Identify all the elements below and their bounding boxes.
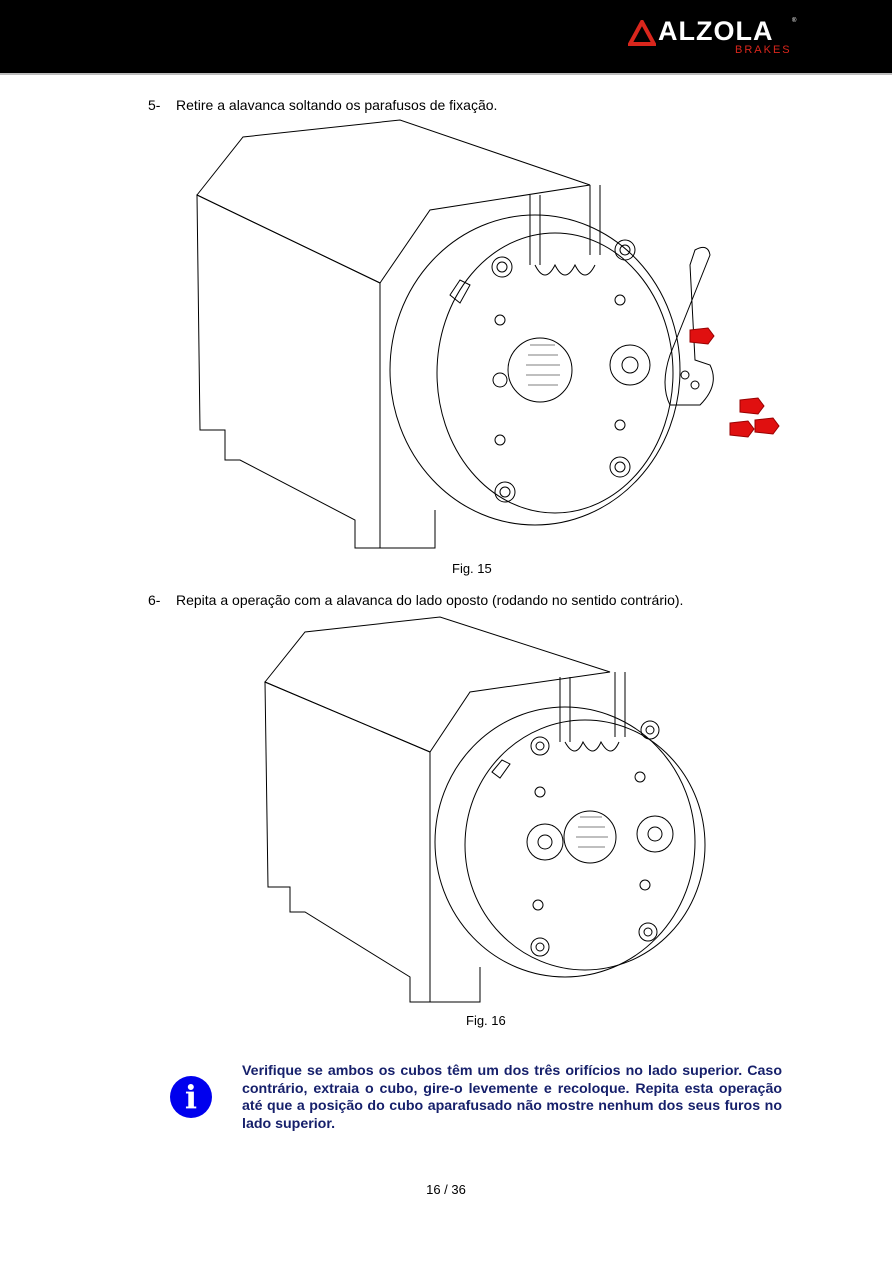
brake-disc (434, 672, 706, 978)
brake-housing (264, 616, 611, 1003)
page-header: ALZOLA ® BRAKES (0, 0, 892, 75)
step-5: 5- Retire a alavanca soltando os parafuso… (148, 97, 497, 113)
logo-sub: BRAKES (735, 44, 792, 56)
alzola-logo: ALZOLA ® BRAKES (628, 16, 803, 60)
info-icon: i (170, 1076, 212, 1118)
step-text: Retire a alavanca soltando os parafusos … (176, 97, 498, 113)
figure-16-drawing (264, 616, 706, 1003)
logo-triangle-icon (628, 20, 656, 46)
step-number: 5- (148, 97, 161, 113)
brake-disc (389, 185, 681, 526)
figure-16-caption: Fig. 16 (466, 1013, 506, 1028)
page-number: 16 / 36 (426, 1182, 466, 1197)
logo-name: ALZOLA (658, 16, 774, 46)
step-6: 6- Repita a operação com a alavanca do la… (148, 592, 683, 608)
lever (664, 246, 714, 406)
step-number: 6- (148, 592, 161, 608)
figure-15-drawing (196, 119, 780, 549)
logo-registered: ® (792, 18, 797, 24)
figure-15-caption: Fig. 15 (452, 561, 492, 576)
info-note: Verifique se ambos os cubos têm um dos t… (242, 1063, 782, 1132)
bolts (689, 327, 780, 438)
step-text: Repita a operação com a alavanca do lado… (176, 592, 684, 608)
